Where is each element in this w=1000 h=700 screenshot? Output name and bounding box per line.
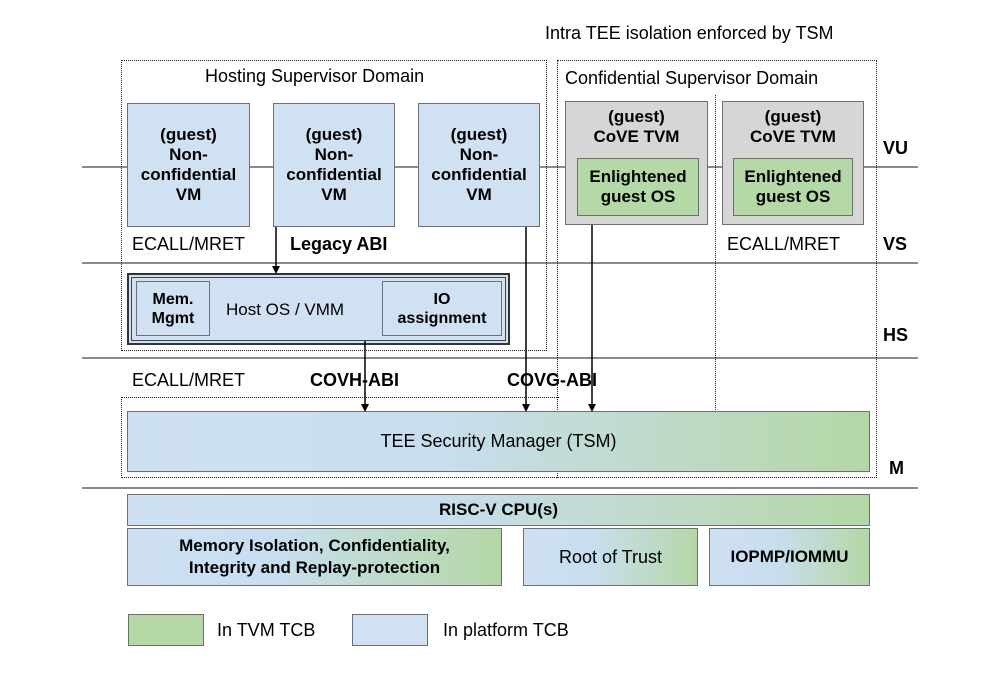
io-assignment-label: IO <box>433 290 451 308</box>
confidential-domain-title: Confidential Supervisor Domain <box>565 68 819 88</box>
riscv-cpu-label: RISC-V CPU(s) <box>438 500 558 519</box>
vm-label: (guest) <box>305 125 363 144</box>
vm-label: VM <box>175 185 202 204</box>
guest-os-label: guest OS <box>600 187 676 206</box>
vu-line-mid3 <box>540 166 566 168</box>
guest-os-label: Enlightened <box>744 167 842 186</box>
mode-vs: VS <box>883 234 908 254</box>
hosting-domain-box <box>121 60 547 351</box>
tvm-label: (guest) <box>608 107 665 126</box>
m-line <box>82 487 918 489</box>
enlightened-guest-os-1[interactable]: Enlightened guest OS <box>577 158 699 216</box>
guest-os-label: guest OS <box>755 187 831 206</box>
enlightened-guest-os-2[interactable]: Enlightened guest OS <box>733 158 853 216</box>
io-assignment-box[interactable]: IO assignment <box>382 281 502 336</box>
tvm-separator <box>715 95 716 410</box>
vm-label: (guest) <box>450 125 508 144</box>
memory-isolation-label: Memory Isolation, Confidentiality, <box>179 536 450 555</box>
non-confidential-vm-2[interactable]: (guest) Non- confidential VM <box>273 103 395 227</box>
mem-mgmt-label: Mgmt <box>151 309 195 327</box>
legend-label-platform: In platform TCB <box>443 620 569 640</box>
ecall-mret-hs: ECALL/MRET <box>132 370 246 390</box>
mode-vu: VU <box>883 138 909 158</box>
riscv-cpu-box[interactable]: RISC-V CPU(s) <box>127 494 870 526</box>
iopmp-iommu-label: IOPMP/IOMMU <box>730 547 849 566</box>
mode-m: M <box>889 458 904 478</box>
root-of-trust-label: Root of Trust <box>558 546 663 567</box>
ecall-mret-left-vs: ECALL/MRET <box>132 234 246 254</box>
vm-label: Non- <box>314 145 354 164</box>
hosting-domain-title: Hosting Supervisor Domain <box>205 66 425 86</box>
vm-label: confidential <box>140 165 237 184</box>
legacy-abi-label: Legacy ABI <box>290 234 388 254</box>
vs-line <box>82 262 918 264</box>
memory-isolation-box[interactable]: Memory Isolation, Confidentiality, Integ… <box>127 528 502 586</box>
vu-line-left <box>82 166 128 168</box>
vm-label: (guest) <box>160 125 217 144</box>
tsm-label: TEE Security Manager (TSM) <box>380 431 617 451</box>
iopmp-iommu-box[interactable]: IOPMP/IOMMU <box>709 528 870 586</box>
mem-mgmt-label: Mem. <box>152 290 194 308</box>
memory-isolation-label: Integrity and Replay-protection <box>188 558 441 577</box>
confidential-domain-box <box>557 60 877 478</box>
vm-label: confidential <box>286 165 382 184</box>
tee-security-manager[interactable]: TEE Security Manager (TSM) <box>127 411 870 472</box>
ecall-mret-right-vs: ECALL/MRET <box>727 234 841 254</box>
legend-swatch-tvm <box>128 614 204 646</box>
vm-label: VM <box>321 185 347 204</box>
tvm-label: CoVE TVM <box>593 127 680 146</box>
host-os-title: Host OS / VMM <box>226 300 345 319</box>
non-confidential-vm-3[interactable]: (guest) Non- confidential VM <box>418 103 540 227</box>
guest-os-label: Enlightened <box>589 167 687 186</box>
vu-line-mid2 <box>395 166 419 168</box>
non-confidential-vm-1[interactable]: (guest) Non- confidential VM <box>127 103 250 227</box>
legend-label-tvm: In TVM TCB <box>217 620 316 640</box>
vm-label: Non- <box>169 145 208 164</box>
covg-abi-label: COVG-ABI <box>507 370 597 390</box>
vu-line-mid1 <box>250 166 274 168</box>
tvm-label: (guest) <box>764 107 822 126</box>
vm-label: VM <box>466 185 492 204</box>
mode-hs: HS <box>883 325 909 345</box>
hs-line <box>82 357 918 359</box>
tsm-domain-box <box>121 397 559 478</box>
mem-mgmt-box[interactable]: Mem. Mgmt <box>136 281 210 336</box>
covh-abi-label: COVH-ABI <box>310 370 399 390</box>
vu-line-right <box>864 166 918 168</box>
tvm-label: CoVE TVM <box>750 127 836 146</box>
root-of-trust-box[interactable]: Root of Trust <box>523 528 698 586</box>
io-assignment-label: assignment <box>397 309 487 327</box>
isolation-note: Intra TEE isolation enforced by TSM <box>545 23 834 43</box>
vm-label: Non- <box>459 145 499 164</box>
legend-swatch-platform <box>352 614 428 646</box>
vm-label: confidential <box>431 165 527 184</box>
